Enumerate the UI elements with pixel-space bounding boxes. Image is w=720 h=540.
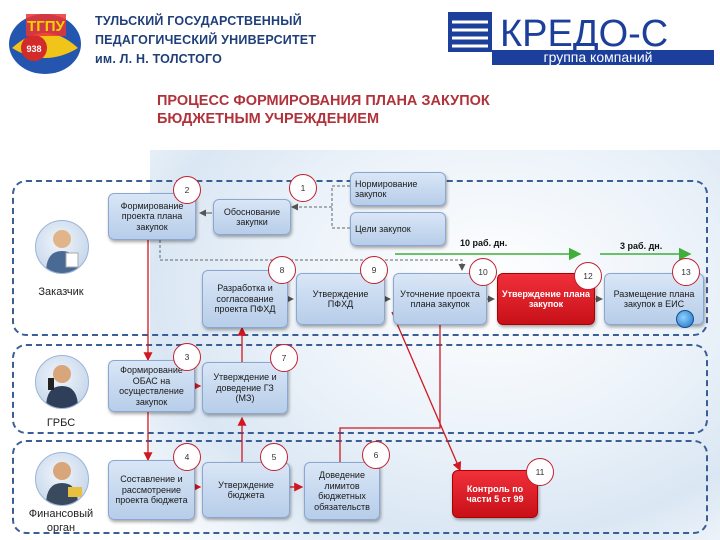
- step-number-12: 12: [574, 262, 602, 290]
- page-title-line-1: ПРОЦЕСС ФОРМИРОВАНИЯ ПЛАНА ЗАКУПОК: [157, 93, 490, 109]
- step-number-10: 10: [469, 258, 497, 286]
- box-norming: Нормирование закупок: [350, 172, 446, 206]
- step-number-13: 13: [672, 258, 700, 286]
- step-number-11: 11: [526, 458, 554, 486]
- step-number-5: 5: [260, 443, 288, 471]
- box-goals: Цели закупок: [350, 212, 446, 246]
- role-finance-line-1: Финансовый: [28, 508, 94, 520]
- step-number-2: 2: [173, 176, 201, 204]
- finance-avatar: [35, 452, 89, 506]
- box-gz-approval: Утверждение и доведение ГЗ (МЗ): [202, 362, 288, 414]
- box-pfhd-approval: Утверждение ПФХД: [296, 273, 385, 325]
- duration-3-days: 3 раб. дн.: [620, 241, 663, 251]
- page-title-line-2: БЮДЖЕТНЫМ УЧРЕЖДЕНИЕМ: [157, 111, 380, 127]
- box-limits-delivery: Доведение лимитов бюджетных обязательств: [304, 462, 380, 520]
- university-name-line-2: ПЕДАГОГИЧЕСКИЙ УНИВЕРСИТЕТ: [95, 33, 317, 47]
- box-budget-approval: Утверждение бюджета: [202, 462, 290, 518]
- customer-avatar: [35, 220, 89, 274]
- role-customer: Заказчик: [38, 286, 84, 298]
- step-number-7: 7: [270, 344, 298, 372]
- duration-10-days: 10 раб. дн.: [460, 238, 508, 248]
- box-plan-refinement: Уточнение проекта плана закупок: [393, 273, 487, 325]
- lane-finance: [12, 440, 708, 534]
- svg-text:ТГПУ: ТГПУ: [27, 18, 65, 35]
- box-budget-draft: Составление и рассмотрение проекта бюдже…: [108, 460, 195, 520]
- lane-grbs: [12, 344, 708, 434]
- svg-text:938: 938: [26, 44, 41, 54]
- step-number-3: 3: [173, 343, 201, 371]
- role-finance-line-2: орган: [46, 522, 76, 534]
- step-number-8: 8: [268, 256, 296, 284]
- svg-text:группа компаний: группа компаний: [543, 49, 652, 65]
- step-number-1: 1: [289, 174, 317, 202]
- step-number-9: 9: [360, 256, 388, 284]
- university-name-line-1: ТУЛЬСКИЙ ГОСУДАРСТВЕННЫЙ: [95, 14, 302, 28]
- grbs-avatar: [35, 355, 89, 409]
- box-procurement-justification: Обоснование закупки: [213, 199, 291, 235]
- box-control-part5: Контроль по части 5 ст 99: [452, 470, 538, 518]
- university-name-line-3: им. Л. Н. ТОЛСТОГО: [95, 52, 223, 66]
- step-number-4: 4: [173, 443, 201, 471]
- brand-logo: КРЕДО-С группа компаний: [448, 12, 714, 66]
- university-emblem: ТГПУ 938: [6, 8, 84, 76]
- step-number-6: 6: [362, 441, 390, 469]
- role-grbs: ГРБС: [46, 417, 76, 429]
- svg-text:КРЕДО-С: КРЕДО-С: [500, 13, 668, 55]
- globe-icon: [676, 310, 694, 328]
